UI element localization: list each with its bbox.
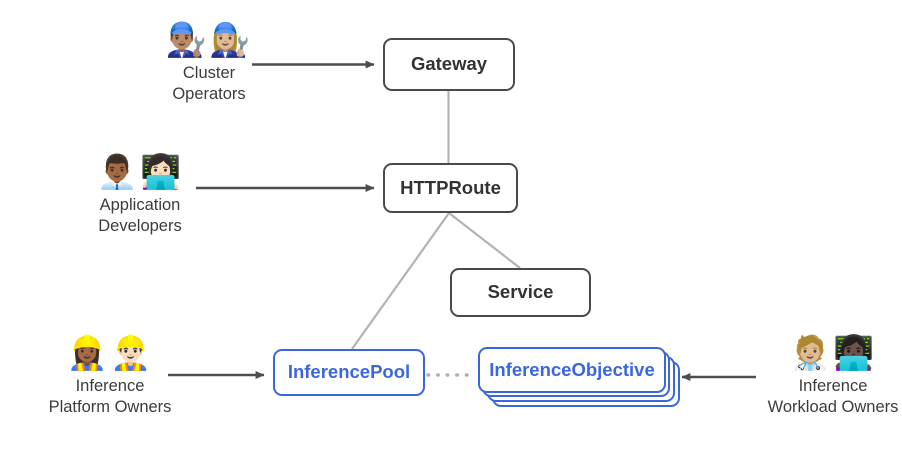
node-service[interactable]: Service bbox=[450, 268, 591, 317]
actor-inference-workload-owners-label: Inference Workload Owners bbox=[767, 377, 899, 416]
mechanic-people-icon: 👨🏽‍🔧👩🏼‍🔧 bbox=[165, 21, 253, 58]
actor-application-developers-label: Application Developers bbox=[98, 196, 182, 235]
actor-inference-platform-owners-label: Inference Platform Owners bbox=[48, 377, 172, 416]
actor-cluster-operators: 👨🏽‍🔧👩🏼‍🔧 Cluster Operators bbox=[104, 20, 314, 104]
construction-workers-icon: 👷🏾‍♀️👷🏻‍♂️ bbox=[66, 334, 154, 371]
connector-httproute-to-inferencepool bbox=[351, 212, 450, 350]
node-inferencepool[interactable]: InferencePool bbox=[273, 349, 425, 396]
node-httproute[interactable]: HTTPRoute bbox=[383, 163, 518, 213]
health-worker-and-technologist-icon: 🧑🏼‍⚕️👩🏿‍💻 bbox=[789, 334, 877, 371]
actor-cluster-operators-label: Cluster Operators bbox=[172, 64, 246, 103]
node-service-label: Service bbox=[487, 281, 554, 303]
actor-inference-platform-owners: 👷🏾‍♀️👷🏻‍♂️ Inference Platform Owners bbox=[5, 333, 215, 417]
node-gateway[interactable]: Gateway bbox=[383, 38, 515, 91]
node-gateway-label: Gateway bbox=[410, 53, 488, 75]
node-httproute-label: HTTPRoute bbox=[400, 176, 501, 198]
node-inferencepool-label: InferencePool bbox=[287, 361, 411, 383]
office-worker-and-technologist-icon: 👨🏾‍💼👩🏻‍💻 bbox=[96, 153, 184, 190]
actor-application-developers: 👨🏾‍💼👩🏻‍💻 Application Developers bbox=[35, 152, 245, 236]
node-inferenceobjective-label: InferenceObjective bbox=[489, 358, 655, 380]
node-inferenceobjective[interactable]: InferenceObjective bbox=[478, 347, 666, 393]
actor-inference-workload-owners: 🧑🏼‍⚕️👩🏿‍💻 Inference Workload Owners bbox=[728, 333, 902, 417]
connector-httproute-to-service bbox=[448, 212, 521, 269]
